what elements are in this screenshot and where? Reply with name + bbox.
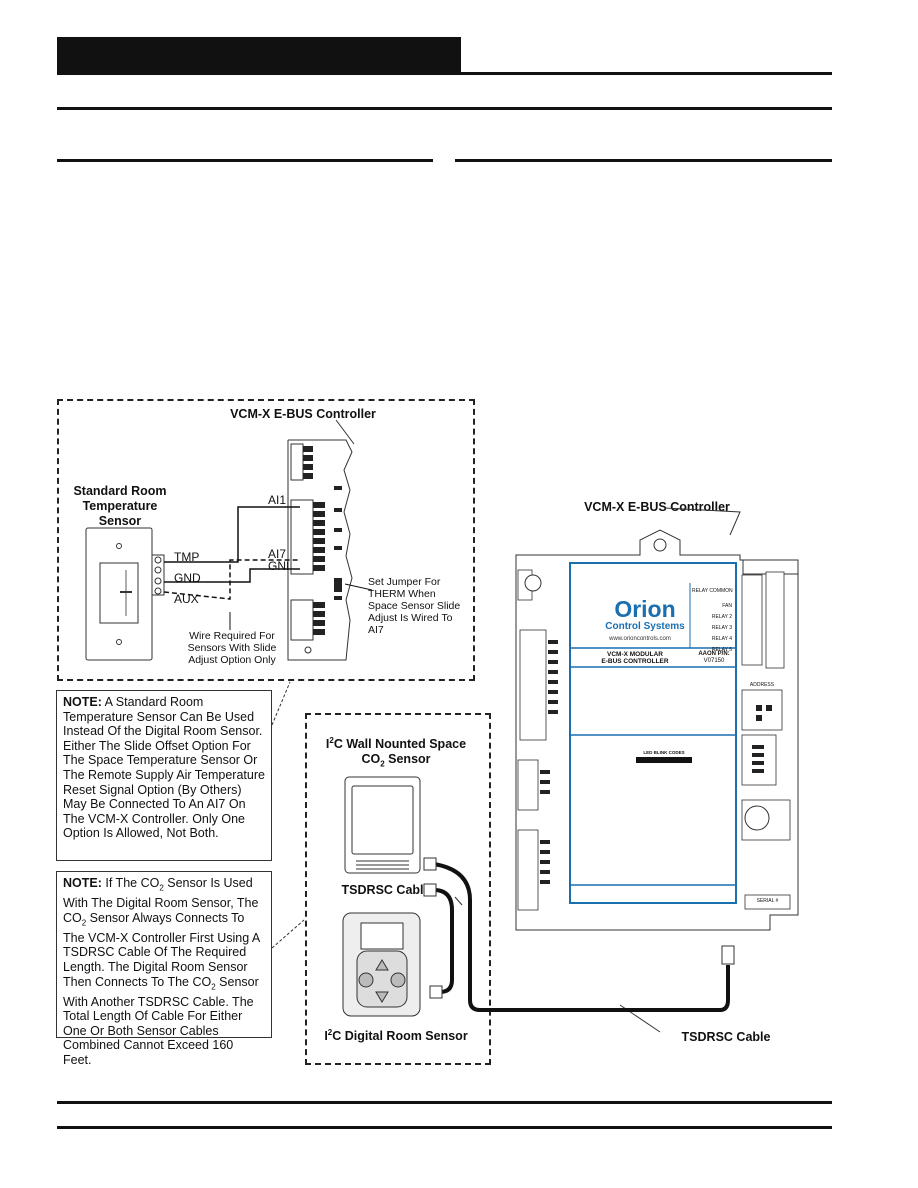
- relay-common: RELAY COMMON: [692, 588, 733, 594]
- module-sub: E-BUS CONTROLLER: [601, 658, 669, 665]
- ai1-label: AI1: [268, 493, 287, 507]
- left-board-hole: [304, 646, 312, 654]
- battery-icon: [744, 805, 770, 831]
- co2-title-c: CO: [361, 752, 381, 767]
- relay-3: RELAY 3: [711, 625, 732, 631]
- led-header: LED BLINK CODES: [643, 750, 685, 755]
- cable-plugs: [423, 857, 735, 999]
- note2-text-c: Sensor Always Connects To The VCM-X Cont…: [63, 910, 260, 989]
- serial-label: SERIAL #: [756, 898, 779, 904]
- section-rule-left: [57, 159, 433, 162]
- note-co2-sensor: NOTE: If The CO2 Sensor Is Used With The…: [56, 871, 272, 1067]
- ai7-label: AI7: [268, 547, 287, 561]
- brand-name: Orion: [614, 596, 676, 622]
- note1-bold: NOTE:: [63, 695, 102, 709]
- left-board-terminals: [303, 446, 342, 635]
- slide-adjust-note: Wire Required For Sensors With Slide Adj…: [187, 630, 277, 666]
- jumper-note: Set Jumper For THERM When Space Sensor S…: [368, 576, 461, 636]
- note1-text: A Standard Room Temperature Sensor Can B…: [63, 695, 265, 841]
- standard-sensor-title: Standard Room Temperature Sensor: [73, 484, 167, 528]
- aaon-pn-value: V07150: [703, 658, 725, 664]
- note2-bold: NOTE:: [63, 876, 102, 890]
- note2-text-b: Sensor Is Used With The Digital Room Sen…: [63, 876, 259, 925]
- right-controller-title: VCM-X E-BUS Controller: [584, 500, 730, 514]
- aaon-pn: AAON P/N:: [698, 651, 730, 657]
- brand-website: www.orioncontrols.com: [609, 636, 671, 642]
- co2-title-d: Sensor: [384, 752, 431, 767]
- left-round-connector: [524, 574, 542, 592]
- wire-label-tmp: TMP: [174, 550, 200, 564]
- right-cable-label: TSDRSC Cable: [681, 1030, 771, 1044]
- right-blue-panel: [569, 562, 737, 904]
- relay-2: RELAY 2: [711, 614, 732, 620]
- right-board-terminals: [540, 640, 772, 884]
- left-controller-title: VCM-X E-BUS Controller: [230, 407, 376, 421]
- address-label: ADDRESS: [749, 682, 775, 688]
- middle-cable-label: TSDRSC Cable: [341, 883, 431, 897]
- footer-rule-1: [57, 1101, 832, 1104]
- co2-sensor-title: I2C Wall Nounted Space CO2 Sensor: [305, 733, 487, 772]
- relay-5: RELAY 5: [711, 647, 732, 653]
- footer-rule-2: [57, 1126, 832, 1129]
- tsdrsc-cables: [433, 862, 730, 1012]
- co2-sensor: [344, 776, 421, 874]
- co2-title-sup: 2: [329, 736, 334, 745]
- note-standard-sensor: NOTE: A Standard Room Temperature Sensor…: [56, 690, 272, 861]
- note2-sub-a: 2: [159, 883, 164, 893]
- relay-4: RELAY 4: [711, 636, 732, 642]
- right-board-connectors: [517, 569, 791, 911]
- digital-room-sensor: [342, 912, 421, 1017]
- co2-title-sub: 2: [380, 759, 385, 769]
- standard-room-sensor: [85, 527, 165, 661]
- digital-title-sup: 2: [327, 1028, 333, 1037]
- digital-sensor-title: I2C Digital Room Sensor: [305, 1028, 487, 1043]
- header-rule-2: [57, 107, 832, 110]
- relay-fan: FAN: [722, 603, 732, 609]
- brand-sub: Control Systems: [605, 621, 685, 632]
- brand-logo: Orion: [590, 596, 700, 623]
- header-rule-top: [57, 72, 832, 75]
- co2-title-b: C Wall Nounted Space: [333, 737, 467, 752]
- co2-title-a: I: [325, 737, 330, 752]
- section-rule-right: [455, 159, 832, 162]
- middle-diagram-frame: [305, 713, 491, 1065]
- module-title: VCM-X MODULAR: [607, 651, 663, 658]
- note2-sub-b: 2: [81, 918, 87, 928]
- note2-text-a: If The CO: [101, 876, 160, 890]
- digital-title-a: I: [324, 1029, 328, 1044]
- digital-title-b: C Digital Room Sensor: [332, 1029, 468, 1044]
- header-black-tab: [57, 37, 461, 74]
- note2-sub-c: 2: [211, 982, 216, 992]
- left-wires: [163, 506, 373, 630]
- left-diagram-frame: [57, 399, 475, 681]
- note2-text-d: Sensor With Another TSDRSC Cable. The To…: [63, 974, 259, 1068]
